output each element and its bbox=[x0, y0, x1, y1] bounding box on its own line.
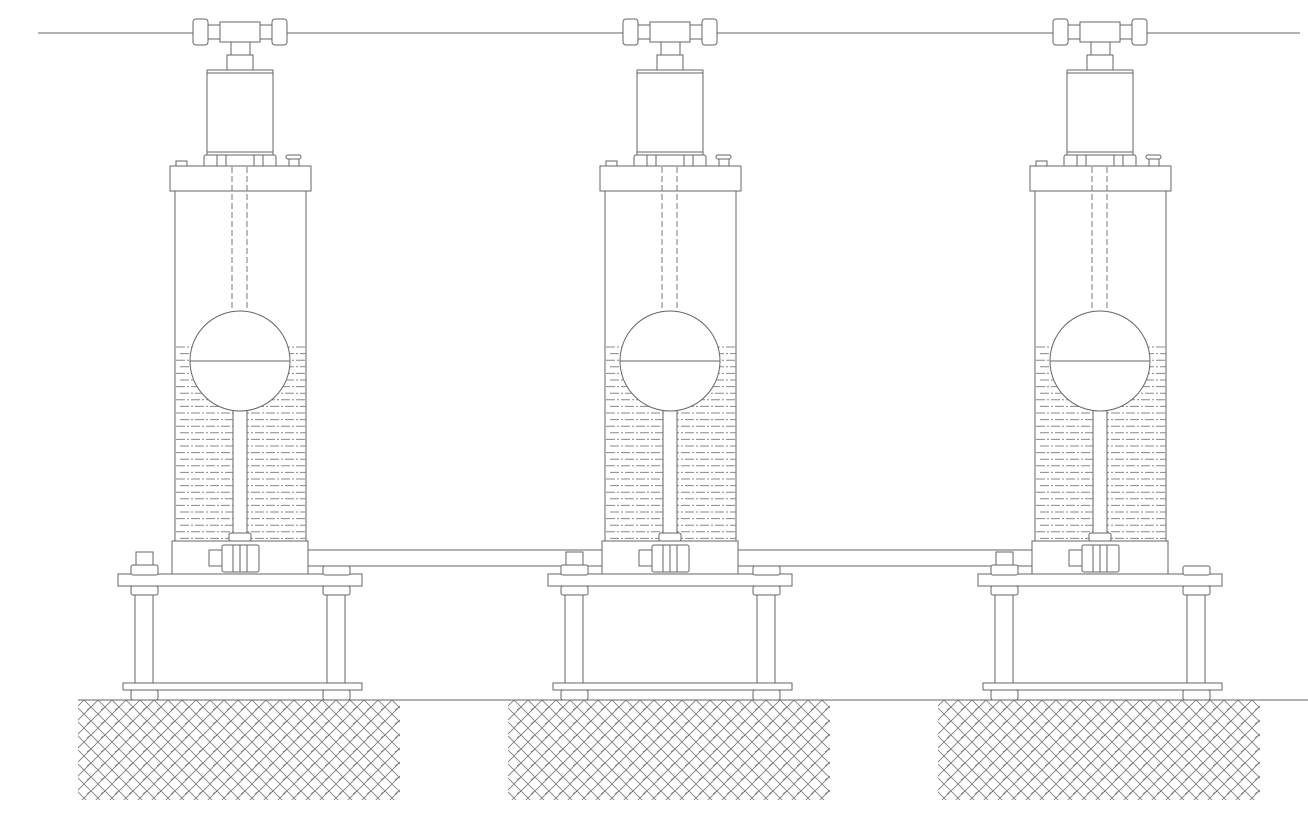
float-valve-unit-2 bbox=[508, 19, 830, 800]
float-valve-unit-1 bbox=[78, 19, 400, 800]
float-valve-unit-3 bbox=[938, 19, 1260, 800]
